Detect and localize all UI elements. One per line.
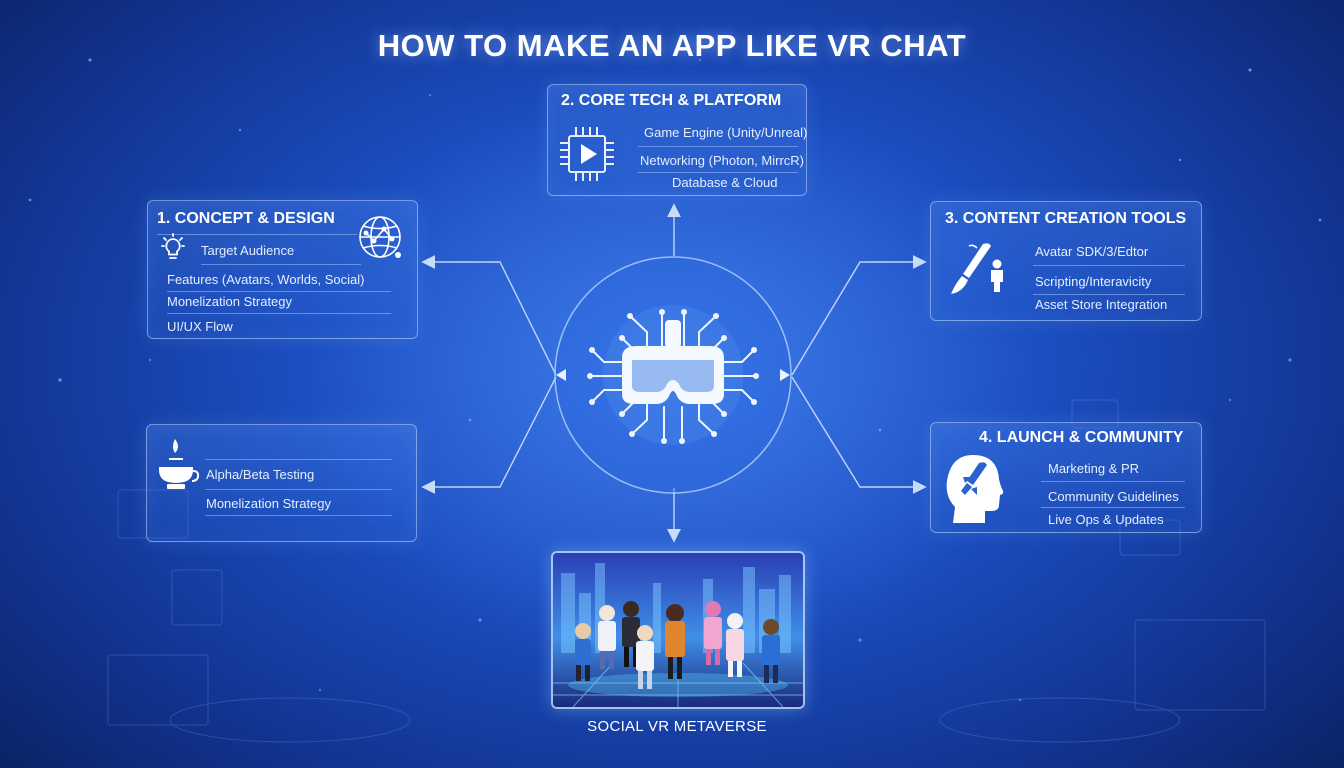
core-item-1: Game Engine (Unity/Unreal)	[644, 125, 808, 140]
launch-item-3: Live Ops & Updates	[1048, 512, 1164, 527]
content-item-1: Avatar SDK/3/Edtor	[1035, 244, 1149, 259]
core-item-3: Database & Cloud	[672, 175, 778, 190]
content-title: 3. CONTENT CREATION TOOLS	[945, 210, 1187, 227]
testing-rule-2	[205, 489, 392, 490]
content-item-3: Asset Store Integration	[1035, 297, 1168, 312]
panel-content-tools: 3. CONTENT CREATION TOOLS Avatar SDK/3/E…	[930, 201, 1202, 321]
testing-rule-3	[205, 515, 392, 516]
testing-item-2: Monelization Strategy	[206, 496, 332, 511]
concept-item-2: Features (Avatars, Worlds, Social)	[167, 272, 365, 287]
testing-item-1: Alpha/Beta Testing	[206, 467, 315, 482]
arrow-to-content	[791, 255, 927, 376]
metaverse-illustration	[553, 553, 803, 707]
core-rule-2	[638, 172, 798, 173]
rocket-head-icon	[946, 455, 1004, 523]
core-item-2: Networking (Photon, MirrcR)	[640, 153, 804, 168]
arrow-to-testing	[421, 376, 557, 494]
panel-core-tech: 2. CORE TECH & PLATFORM Game Engine (Uni…	[547, 84, 807, 196]
panel-concept-design: 1. CONCEPT & DESIGN Target Audience Feat…	[147, 200, 418, 339]
concept-item-4: UI/UX Flow	[167, 319, 233, 334]
core-title: 2. CORE TECH & PLATFORM	[561, 92, 782, 109]
concept-item-3: Monelization Strategy	[167, 294, 293, 309]
social-caption: SOCIAL VR METAVERSE	[587, 718, 767, 735]
content-rule-2	[1033, 294, 1185, 295]
lightbulb-icon	[161, 233, 185, 259]
concept-item-1: Target Audience	[201, 243, 295, 258]
concept-rule-2	[167, 291, 391, 292]
concept-title: 1. CONCEPT & DESIGN	[157, 210, 335, 227]
concept-title-rule	[157, 234, 357, 235]
panel-launch-community: 4. LAUNCH & COMMUNITY Marketing & PR Com…	[930, 422, 1202, 533]
launch-title: 4. LAUNCH & COMMUNITY	[979, 429, 1184, 446]
core-rule-1	[638, 146, 798, 147]
concept-rule-3	[167, 313, 391, 314]
testing-rule-1	[205, 459, 392, 460]
launch-item-1: Marketing & PR	[1048, 461, 1140, 476]
page-title: HOW TO MAKE AN APP LIKE VR CHAT	[377, 28, 967, 63]
content-rule-1	[1033, 265, 1185, 266]
vr-headset-circuit-icon	[554, 256, 792, 494]
panel-testing: Alpha/Beta Testing Monelization Strategy	[146, 424, 417, 542]
launch-rule-1	[1041, 481, 1185, 482]
arrow-to-concept	[421, 255, 557, 376]
launch-rule-2	[1041, 507, 1185, 508]
avatars-metaverse-scene	[551, 551, 805, 709]
content-item-2: Scripting/Interavicity	[1035, 274, 1152, 289]
launch-item-2: Community Guidelines	[1048, 489, 1179, 504]
concept-rule-1	[201, 264, 361, 265]
flask-icon	[159, 439, 199, 489]
arrow-to-launch	[791, 376, 927, 494]
brush-avatar-icon	[951, 243, 1003, 294]
chip-play-icon	[560, 127, 614, 181]
globe-network-icon	[359, 216, 401, 258]
